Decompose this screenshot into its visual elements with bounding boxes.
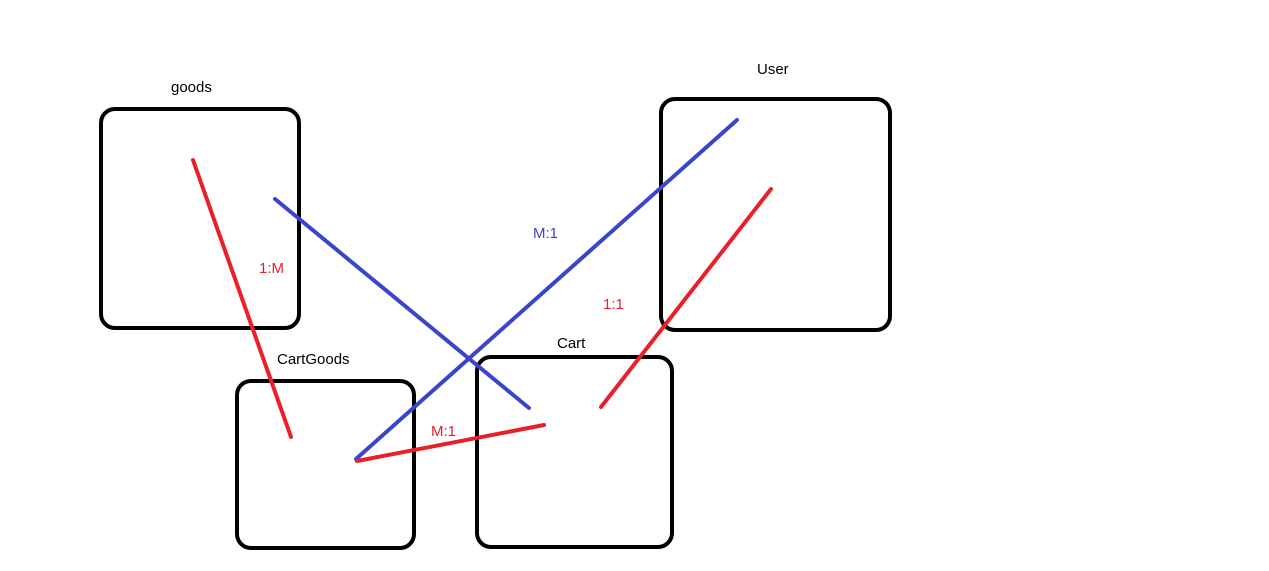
- entity-label-goods: goods: [171, 79, 212, 96]
- relation-line-user-cartgoods: [354, 118, 739, 461]
- relation-label-cartgoods-cart: M:1: [431, 423, 456, 440]
- entity-box-goods: [99, 107, 301, 330]
- entity-label-cartgoods: CartGoods: [277, 351, 350, 368]
- relation-line-goods-cartgoods: [191, 158, 293, 439]
- entity-box-cart: [475, 355, 674, 549]
- relation-line-user-cart: [599, 187, 773, 409]
- relation-label-user-cart: 1:1: [603, 296, 624, 313]
- relation-label-goods-cartgoods: 1:M: [259, 260, 284, 277]
- entity-box-user: [659, 97, 892, 332]
- entity-label-user: User: [757, 61, 789, 78]
- entity-label-cart: Cart: [557, 335, 586, 352]
- relation-line-cartgoods-cart: [355, 423, 546, 463]
- relation-label-user-cartgoods: M:1: [533, 225, 558, 242]
- relation-line-goods-cart: [273, 197, 531, 410]
- entity-box-cartgoods: [235, 379, 416, 550]
